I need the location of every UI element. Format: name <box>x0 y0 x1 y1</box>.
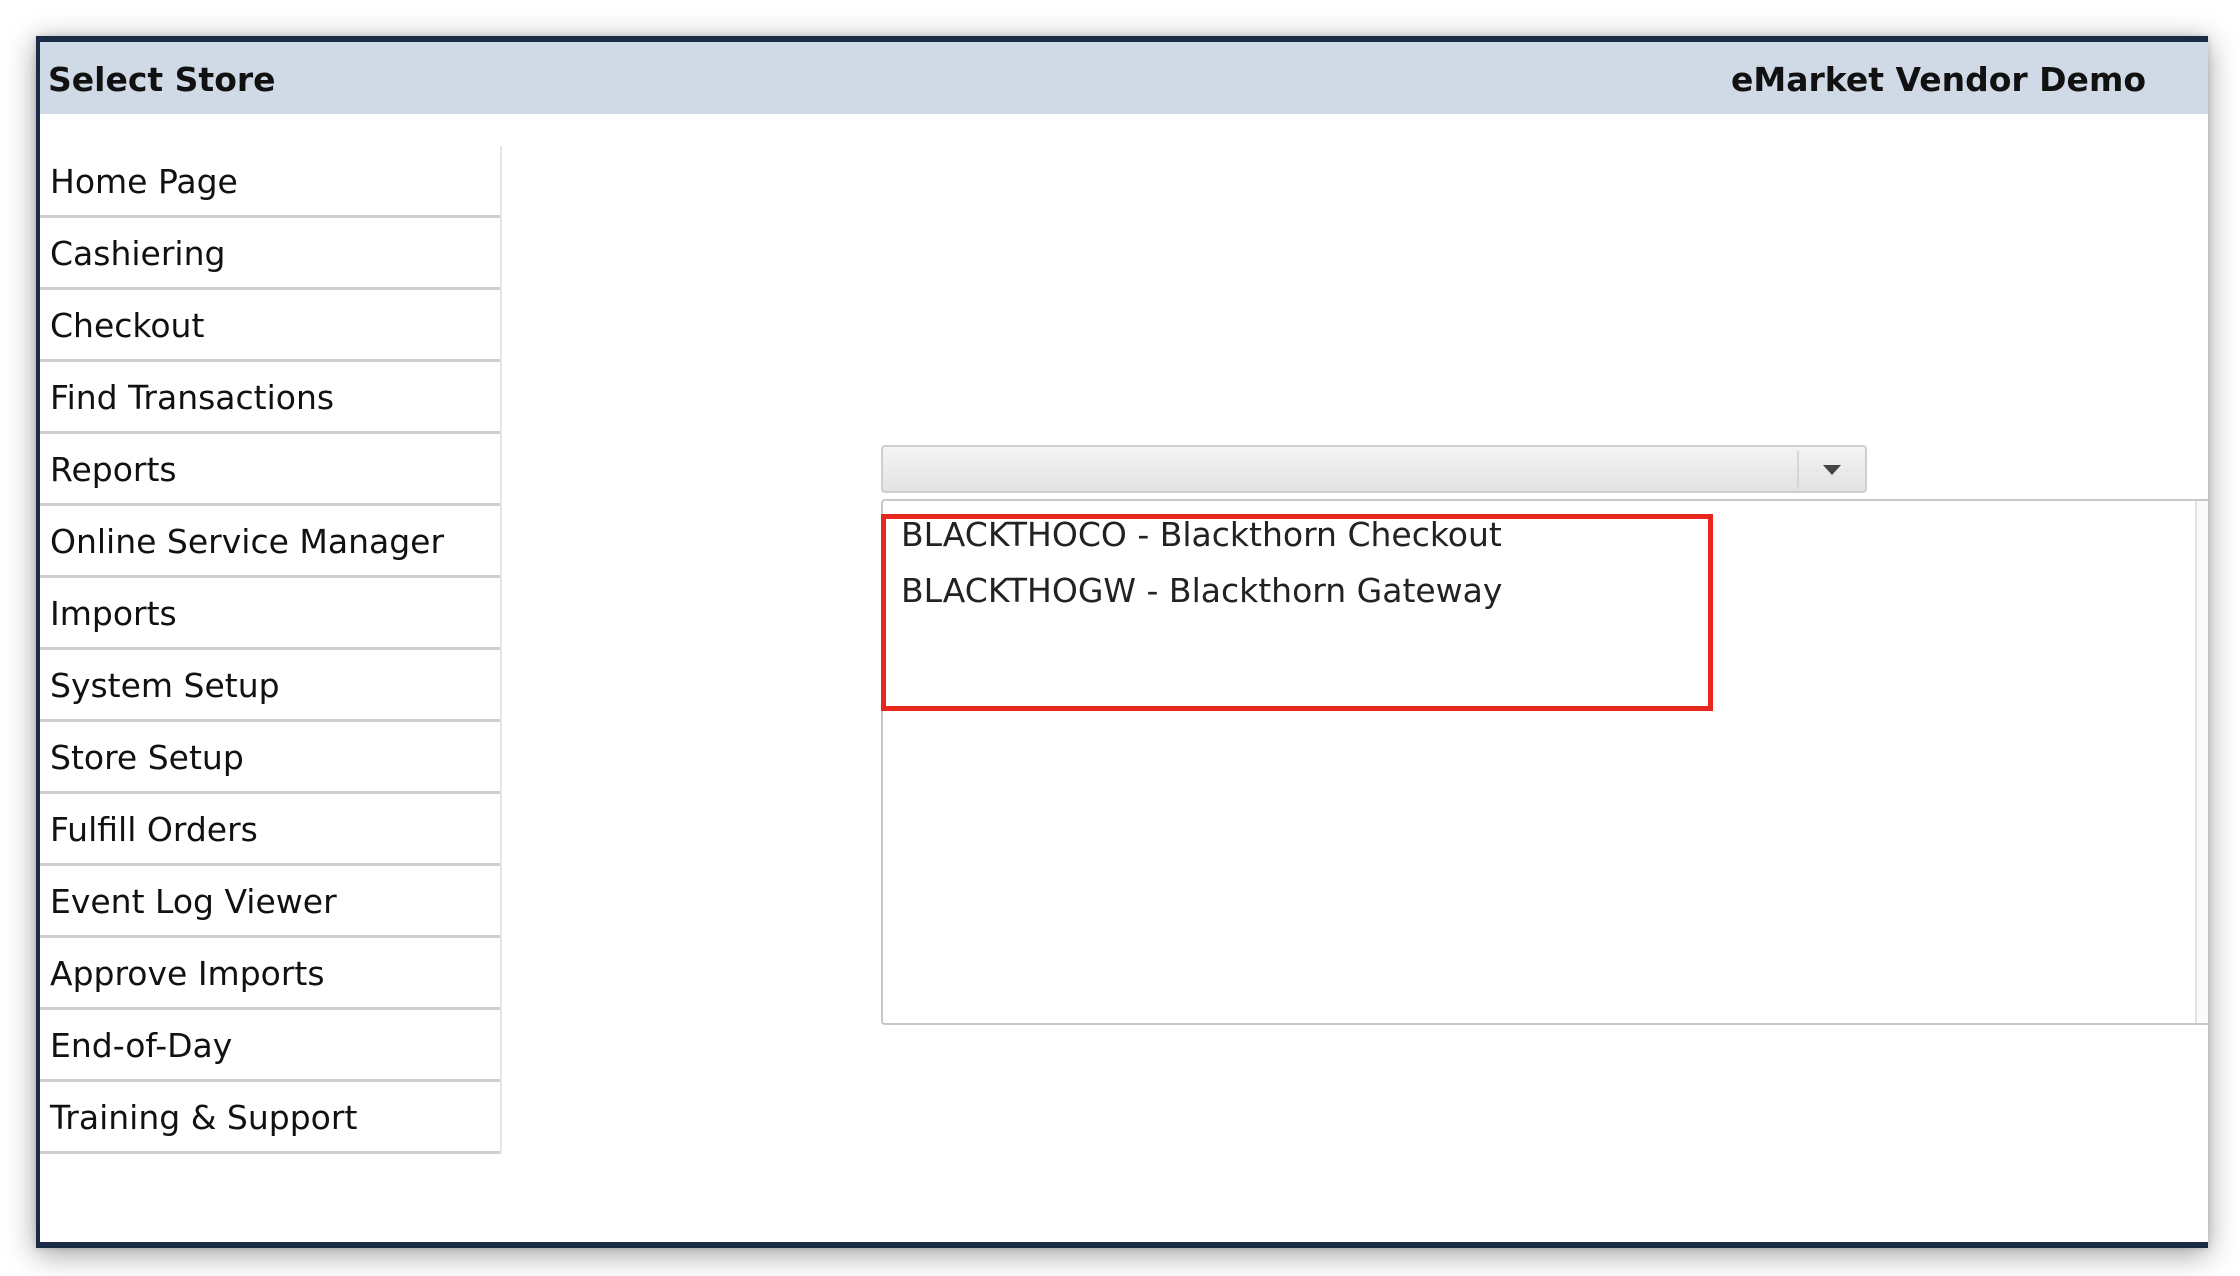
store-select-dropdown[interactable] <box>881 445 1867 493</box>
app-window: Select Store eMarket Vendor Demo Home Pa… <box>36 36 2208 1248</box>
store-options-list[interactable]: BLACKTHOCO - Blackthorn Checkout BLACKTH… <box>881 499 2208 1025</box>
sidebar-item-find-transactions[interactable]: Find Transactions <box>40 362 500 434</box>
sidebar-item-fulfill-orders[interactable]: Fulfill Orders <box>40 794 500 866</box>
sidebar-item-checkout[interactable]: Checkout <box>40 290 500 362</box>
chevron-down-icon[interactable] <box>1823 465 1841 475</box>
page-title: Select Store <box>48 60 276 99</box>
sidebar-item-online-service-manager[interactable]: Online Service Manager <box>40 506 500 578</box>
sidebar-item-training-support[interactable]: Training & Support <box>40 1082 500 1154</box>
sidebar-item-home-page[interactable]: Home Page <box>40 146 500 218</box>
store-option-blackthogw[interactable]: BLACKTHOGW - Blackthorn Gateway <box>901 571 1503 610</box>
sidebar-item-store-setup[interactable]: Store Setup <box>40 722 500 794</box>
sidebar-item-imports[interactable]: Imports <box>40 578 500 650</box>
store-option-blackthoco[interactable]: BLACKTHOCO - Blackthorn Checkout <box>901 515 1502 554</box>
sidebar-item-system-setup[interactable]: System Setup <box>40 650 500 722</box>
app-name: eMarket Vendor Demo <box>1731 60 2146 99</box>
title-bar: Select Store eMarket Vendor Demo <box>40 42 2208 114</box>
sidebar-item-approve-imports[interactable]: Approve Imports <box>40 938 500 1010</box>
sidebar-nav: Home Page Cashiering Checkout Find Trans… <box>40 146 502 1154</box>
list-scrollbar[interactable] <box>2195 501 2208 1023</box>
dropdown-divider <box>1797 451 1799 489</box>
sidebar-item-end-of-day[interactable]: End-of-Day <box>40 1010 500 1082</box>
sidebar-item-cashiering[interactable]: Cashiering <box>40 218 500 290</box>
sidebar-item-event-log-viewer[interactable]: Event Log Viewer <box>40 866 500 938</box>
sidebar-item-reports[interactable]: Reports <box>40 434 500 506</box>
